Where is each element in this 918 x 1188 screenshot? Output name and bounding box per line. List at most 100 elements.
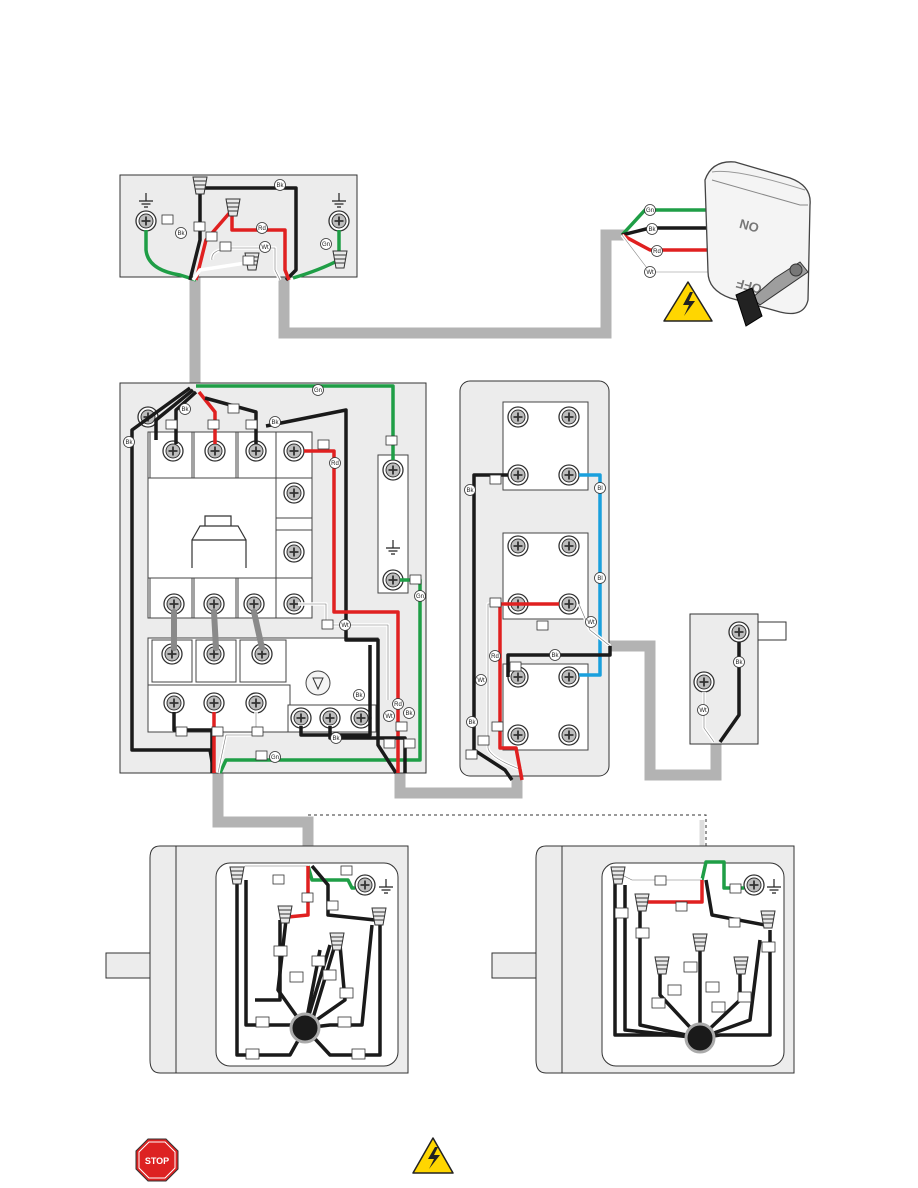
high-voltage-warning-icon	[663, 281, 713, 322]
svg-text:Bk: Bk	[125, 440, 133, 446]
terminal-screw-icon	[507, 464, 529, 486]
wire-nut-icon	[371, 907, 387, 926]
svg-text:Gn: Gn	[314, 388, 322, 394]
svg-text:Rd: Rd	[491, 654, 499, 660]
switch-handle-icon[interactable]	[735, 261, 809, 327]
auxiliary-switch-box: Bk Wt	[689, 613, 787, 745]
svg-text:Gn: Gn	[271, 755, 279, 761]
wire-label: Bl	[594, 482, 606, 494]
svg-text:Bl: Bl	[597, 576, 602, 582]
wire-label: Wt	[475, 674, 487, 686]
wire-label: Rd	[651, 245, 663, 257]
wire-label: Wt	[383, 710, 395, 722]
wire-label: Rd	[256, 222, 268, 234]
svg-text:Wt: Wt	[646, 270, 654, 276]
wire-nut-icon	[332, 250, 348, 269]
wire-label: Bk	[646, 223, 658, 235]
wire-nut-icon	[229, 866, 245, 885]
disconnect-switch: Gn Bk Rd Wt ON OFF	[620, 161, 811, 327]
wire-label: Bk	[464, 484, 476, 496]
terminal-screw-icon	[283, 482, 305, 504]
wire-label: Bk	[179, 403, 191, 415]
terminal-screw-icon	[558, 724, 580, 746]
svg-text:Wt: Wt	[587, 620, 595, 626]
terminal-screw-icon	[283, 541, 305, 563]
wire-label: Bk	[269, 416, 281, 428]
terminal-screw-icon	[507, 724, 529, 746]
conduit-junction-to-switch	[278, 229, 628, 339]
wire-nut-icon	[654, 956, 670, 975]
wire-label: Gn	[320, 238, 332, 250]
wire-nut-icon	[329, 932, 345, 951]
ground-screw-icon	[354, 874, 376, 896]
stop-sign-icon: STOP	[135, 1138, 179, 1182]
wire-label: Gn	[414, 590, 426, 602]
wire-label: Wt	[697, 704, 709, 716]
terminal-screw-icon	[203, 692, 225, 714]
svg-text:Bk: Bk	[735, 660, 743, 666]
svg-text:Wt: Wt	[261, 245, 269, 251]
terminal-screw-icon	[558, 406, 580, 428]
wire-label: Bk	[733, 656, 745, 668]
terminal-screw-icon	[558, 666, 580, 688]
motor-2	[491, 845, 795, 1074]
switch-off-label: OFF	[734, 276, 763, 297]
wire-nut-icon	[760, 910, 776, 929]
wire-label: Gn	[312, 384, 324, 396]
wire-label: Bk	[353, 689, 365, 701]
wire-label: Bk	[175, 227, 187, 239]
svg-text:Rd: Rd	[258, 226, 266, 232]
terminal-screw-icon	[507, 535, 529, 557]
svg-text:Bk: Bk	[648, 227, 656, 233]
svg-text:Bk: Bk	[332, 736, 340, 742]
terminal-screw-icon	[163, 692, 185, 714]
svg-text:Rd: Rd	[394, 702, 402, 708]
high-voltage-warning-icon	[412, 1137, 454, 1174]
svg-text:Bk: Bk	[466, 488, 474, 494]
svg-text:Wt: Wt	[699, 708, 707, 714]
magnetic-switch-panel: Gn Bk Bk Bk Rd Wt Gn Rd Wt Bk Bk Bk Gn	[119, 382, 427, 774]
conduit-panel-to-switchbox	[394, 762, 523, 799]
wire-nut-icon	[634, 893, 650, 912]
svg-text:Bk: Bk	[271, 420, 279, 426]
conduit-layer	[189, 229, 722, 872]
svg-text:Wt: Wt	[341, 623, 349, 629]
svg-text:Bl: Bl	[597, 486, 602, 492]
ground-bar-screw-icon	[382, 459, 404, 481]
svg-text:Wt: Wt	[385, 714, 393, 720]
wire-nut-icon	[225, 198, 241, 217]
ground-screw-icon	[743, 874, 765, 896]
switch-on-label: ON	[738, 216, 761, 236]
svg-text:Bk: Bk	[405, 711, 413, 717]
wire-label: Gn	[644, 204, 656, 216]
motor-1	[105, 845, 409, 1074]
svg-text:Bk: Bk	[177, 231, 185, 237]
wire-label: Rd	[489, 650, 501, 662]
terminal-screw-icon	[283, 440, 305, 462]
conduit-panel-to-motor1	[212, 762, 314, 872]
ground-screw-icon	[328, 210, 350, 232]
wire-label: Rd	[392, 698, 404, 710]
svg-text:Wt: Wt	[477, 678, 485, 684]
svg-text:Bk: Bk	[355, 693, 363, 699]
wire-label: Bk	[123, 436, 135, 448]
wire-label: Bk	[549, 649, 561, 661]
wire-label: Bk	[466, 716, 478, 728]
wire-label: Wt	[644, 266, 656, 278]
wire-nut-icon	[192, 176, 208, 195]
wire-label: Bk	[403, 707, 415, 719]
ground-screw-icon	[135, 210, 157, 232]
stop-sign-label: STOP	[145, 1156, 169, 1166]
wire-label: Bk	[330, 732, 342, 744]
terminal-screw-icon	[558, 464, 580, 486]
terminal-screw-icon	[728, 621, 750, 643]
wire-label: Wt	[585, 616, 597, 628]
wire-nut-icon	[733, 956, 749, 975]
conduit-switchbox-to-pushbutton	[602, 640, 722, 781]
terminal-screw-icon	[350, 707, 372, 729]
terminal-screw-icon	[558, 593, 580, 615]
wire-nut-icon	[610, 866, 626, 885]
terminal-screw-icon	[507, 406, 529, 428]
wire-nut-icon	[277, 905, 293, 924]
svg-text:Gn: Gn	[322, 242, 330, 248]
